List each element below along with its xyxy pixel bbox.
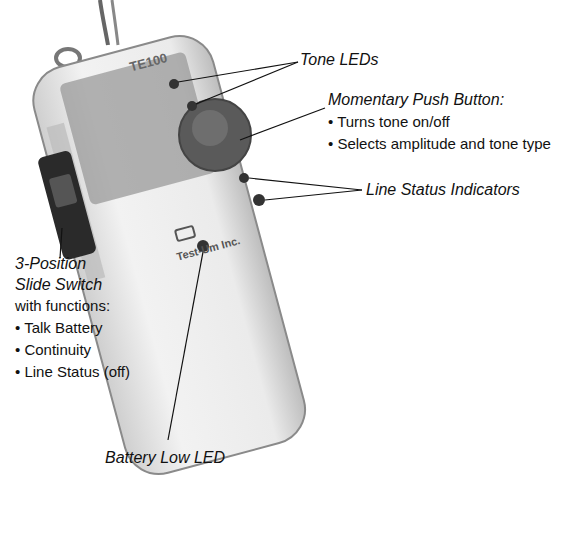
callout-bullet: • Continuity: [15, 340, 91, 360]
leader-line: [240, 108, 325, 140]
tone-led: [169, 79, 179, 89]
line-status-led: [253, 194, 265, 206]
leader-line: [60, 228, 62, 258]
switch-knob: [49, 173, 78, 208]
callout-bullet: • Turns tone on/off: [328, 112, 450, 132]
push-button: [179, 99, 251, 171]
cable: [112, 0, 118, 45]
leader-line: [196, 62, 298, 104]
led-mark: [175, 226, 195, 241]
callout-bullet: • Line Status (off): [15, 362, 130, 382]
callout-bullet: • Selects amplitude and tone type: [328, 134, 551, 154]
cable: [100, 0, 108, 45]
leader-line: [178, 62, 298, 82]
callout-label: Battery Low LED: [105, 448, 225, 469]
leader-line: [168, 252, 203, 440]
line-status-led: [239, 173, 249, 183]
leader-line: [249, 178, 362, 190]
button-highlight: [192, 110, 228, 146]
callout-label: with functions:: [15, 296, 110, 316]
callout-label: 3-Position Slide Switch: [15, 254, 110, 296]
callout-label: Tone LEDs: [300, 50, 379, 71]
callout-label: Line Status Indicators: [366, 180, 520, 201]
leader-line: [265, 190, 362, 200]
callout-label: Momentary Push Button:: [328, 90, 504, 111]
slide-switch: [37, 150, 97, 261]
callout-bullet: • Talk Battery: [15, 318, 103, 338]
tone-led: [187, 101, 197, 111]
